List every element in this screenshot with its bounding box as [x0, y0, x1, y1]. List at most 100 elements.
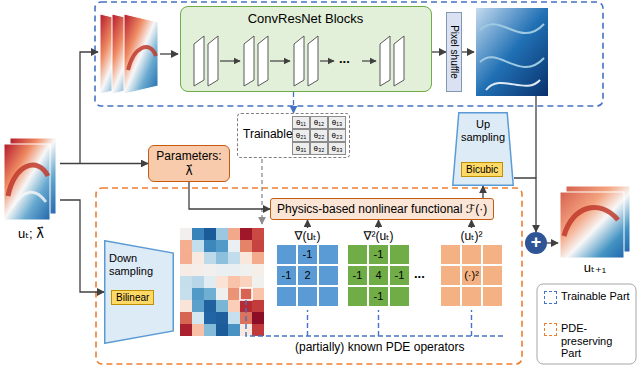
field-pixel [180, 240, 192, 252]
field-pixel [216, 240, 228, 252]
field-pixel [216, 252, 228, 264]
variable-label: uₜ₊₁ [558, 260, 632, 275]
field-pixel [240, 288, 252, 300]
field-pixel [240, 252, 252, 264]
field-pixel [216, 324, 228, 336]
field-pixel [216, 228, 228, 240]
field-pixel [204, 324, 216, 336]
field-image [560, 192, 624, 258]
downsampling-funnel: Down samplingBilinear [104, 240, 174, 344]
conv-layer [194, 36, 204, 86]
parameter-cell: θ₂₂ [310, 129, 328, 142]
field-pixel [228, 228, 240, 240]
field-pixel [228, 276, 240, 288]
flow-connector [307, 220, 308, 228]
node-label: -1 [390, 266, 409, 285]
field-pixel [204, 252, 216, 264]
field-pixel [252, 276, 264, 288]
field-pixel [252, 288, 264, 300]
field-pixel [252, 252, 264, 264]
flow-arrow [462, 51, 474, 52]
legend-box [537, 284, 636, 364]
flow-connector [514, 178, 536, 232]
parameter-cell: θ₁₂ [310, 116, 328, 129]
kernel-cell [318, 286, 339, 307]
kernel-cell [440, 265, 461, 286]
field-pixel [204, 300, 216, 312]
kernel-cell [276, 244, 297, 265]
field-pixel [192, 228, 204, 240]
parameter-symbol: θ₁₁ [293, 117, 309, 128]
kernel-cell: -1 [368, 244, 389, 265]
field-swirl [128, 47, 156, 70]
gradient-kernel: ∇(uₜ)-1-12 [276, 228, 339, 307]
downsampled-field [180, 228, 264, 336]
parameter-symbol: θ₂₁ [293, 130, 309, 141]
sum-node: + [525, 232, 547, 254]
bicubic-box: Bicubic [461, 162, 503, 177]
kernel-cell [482, 244, 503, 265]
flow-connector [432, 51, 446, 52]
legend-item: Trainable Part [544, 290, 636, 303]
flow-arrow [160, 53, 178, 54]
kernel-cell [461, 244, 482, 265]
field-pixel [240, 276, 252, 288]
field-pixel [192, 252, 204, 264]
field-pixel [252, 300, 264, 312]
kernel-cell: 2 [297, 265, 318, 286]
field-pixel [192, 324, 204, 336]
parameter-symbol: θ₃₂ [311, 143, 327, 154]
flow-connector [547, 242, 558, 243]
convresnet-box: ConvResNet Blocks... [180, 6, 432, 92]
flow-line [535, 96, 536, 178]
bilinear-box: Bilinear [111, 290, 154, 305]
flow-arrow [80, 52, 98, 164]
kernel-cell: -1 [368, 286, 389, 307]
node-label: (uₜ)² [440, 228, 503, 244]
trainable-box: Trainableθ₁₁θ₁₂θ₁₃θ₂₁θ₂₂θ₂₃θ₃₁θ₃₂θ₃₃ [237, 113, 350, 158]
kernel-grid: -1-12 [276, 244, 339, 307]
field-image [4, 144, 50, 220]
field-pixel [216, 264, 228, 276]
field-stack [124, 14, 158, 94]
ellipsis: ... [414, 266, 425, 281]
legend-label: PDE-preserving Part [561, 322, 635, 360]
conv-layer [394, 36, 404, 86]
flow-arrow [220, 60, 240, 61]
square-operator: (uₜ)²(·)² [440, 228, 503, 307]
kernel-cell [482, 286, 503, 307]
field-pixel [228, 300, 240, 312]
legend-item: PDE-preserving Part [544, 322, 636, 360]
parameter-symbol: θ₁₃ [329, 117, 345, 128]
field-pixel [216, 276, 228, 288]
field-pixel [240, 228, 252, 240]
field-pixel [180, 252, 192, 264]
field-pixel [192, 276, 204, 288]
parameter-cell: θ₃₃ [328, 142, 346, 155]
field-pixel [252, 324, 264, 336]
flow-connector [60, 163, 148, 164]
pde-region [96, 188, 522, 364]
dashed-arrow [261, 159, 262, 224]
flow-connector [293, 92, 294, 113]
field-swirl [486, 80, 540, 90]
field-pixel [204, 312, 216, 324]
flow-arrow [362, 60, 376, 61]
kernel-cell [347, 244, 368, 265]
node-label: Trainable [243, 127, 293, 141]
node-label: -1 [369, 245, 388, 264]
field-swirl [480, 57, 544, 67]
field-pixel [252, 312, 264, 324]
conv-layer [308, 36, 318, 86]
flow-connector [471, 220, 472, 228]
node-label: 4 [369, 266, 388, 285]
kernel-cell: -1 [297, 244, 318, 265]
field-pixel [216, 300, 228, 312]
field-pixel [228, 264, 240, 276]
flow-connector [60, 200, 104, 292]
field-pixel [180, 264, 192, 276]
conv-layer [294, 36, 304, 86]
parameter-box: Parameters: λ⃗ [148, 145, 230, 182]
legend-label: Trainable Part [561, 290, 635, 303]
legend-swatch [544, 323, 557, 336]
